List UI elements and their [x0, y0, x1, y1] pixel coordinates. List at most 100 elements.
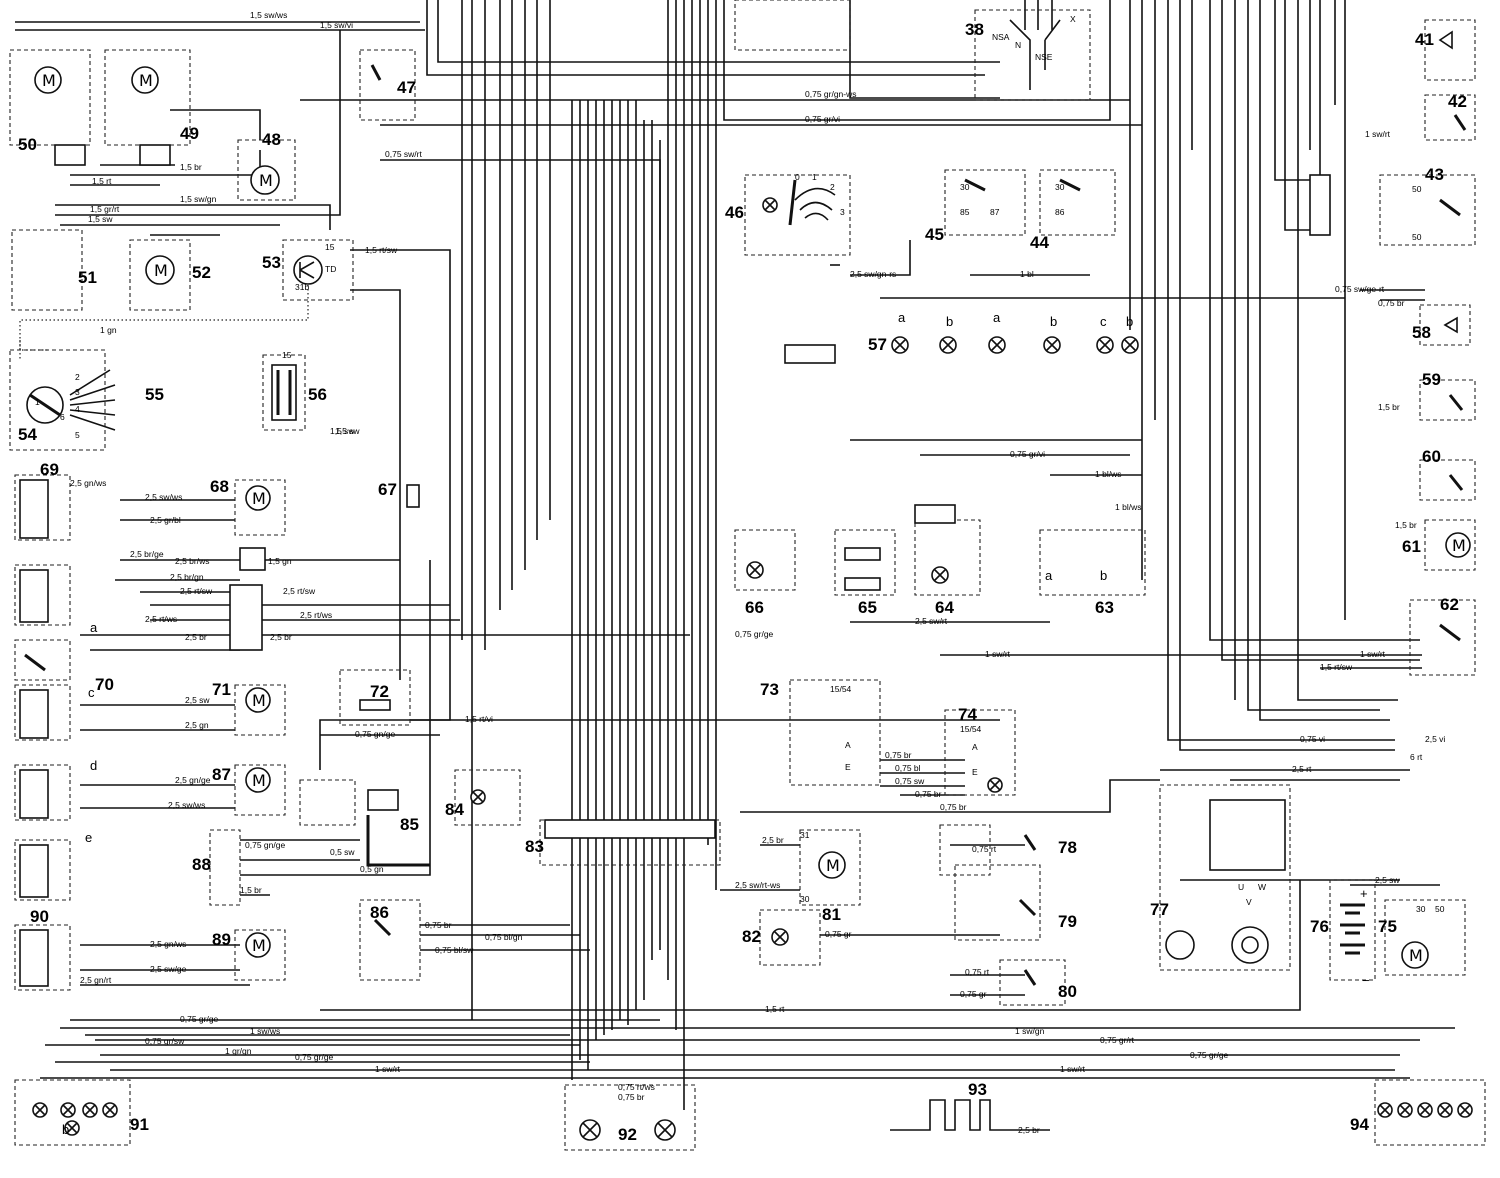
svg-text:E: E	[972, 767, 978, 777]
sublabel-a-70: a	[90, 620, 98, 635]
wire-label: 0,75 gr/ge	[735, 629, 774, 639]
label-65: 65	[858, 598, 877, 617]
label-75: 75	[1378, 917, 1397, 936]
lamp-92a	[579, 1119, 601, 1141]
wire-label: 2,5 br/ws	[175, 556, 210, 566]
label-66: 66	[745, 598, 764, 617]
label-81: 81	[822, 905, 841, 924]
wire-label: 0,75 br	[940, 802, 967, 812]
label-77: 77	[1150, 900, 1169, 919]
wire-label: 0,5 sw	[330, 847, 355, 857]
lamp-57f	[1121, 336, 1139, 354]
svg-text:N: N	[1015, 40, 1021, 50]
wire-label: 2,5 gr/bl	[150, 515, 181, 525]
svg-text:31b: 31b	[295, 282, 309, 292]
sublabel-b-57c: b	[1126, 314, 1133, 329]
svg-text:NSA: NSA	[992, 32, 1010, 42]
sublabel-b-91: b	[62, 1122, 69, 1137]
wire-label: 1 sw/rt	[375, 1064, 401, 1074]
label-89: 89	[212, 930, 231, 949]
svg-text:M: M	[42, 71, 56, 90]
motor-52: M	[145, 255, 175, 285]
label-49: 49	[180, 124, 199, 143]
wire-label: 2,5 gn	[185, 720, 209, 730]
wire-label: 1 sw/rt	[985, 649, 1011, 659]
svg-text:2: 2	[830, 182, 835, 192]
motor-61: M	[1445, 532, 1471, 558]
svg-text:50: 50	[1412, 184, 1422, 194]
svg-text:M: M	[826, 856, 840, 875]
label-94: 94	[1350, 1115, 1369, 1134]
wire-label: 1 sw/rt	[1365, 129, 1391, 139]
label-80: 80	[1058, 982, 1077, 1001]
sub-labels: a b a b c b a b a c d e b + −	[62, 310, 1370, 1137]
wire-label: 0,75 br	[425, 920, 452, 930]
wire-label: 2,5 br	[185, 632, 207, 642]
wire-label: 0,75 bl/gn	[485, 932, 523, 942]
wire-label: 1,5 sw/gn	[180, 194, 217, 204]
label-57: 57	[868, 335, 887, 354]
label-68: 68	[210, 477, 229, 496]
wire-label: 1 gn	[100, 325, 117, 335]
lamp-64	[931, 566, 949, 584]
wire-label: 2,5 vi	[1425, 734, 1445, 744]
wire-label: 2,5 gn/ws	[150, 939, 186, 949]
wire-label: 1,5 rt/sw	[1320, 662, 1353, 672]
svg-text:M: M	[252, 691, 266, 710]
label-71: 71	[212, 680, 231, 699]
label-53: 53	[262, 253, 281, 272]
svg-text:M: M	[252, 771, 266, 790]
wire-label: 1,5 br	[1395, 520, 1417, 530]
vertical-harness	[426, 0, 1420, 1110]
lamp-91d	[102, 1102, 118, 1118]
wire-label: 0,75 bl	[895, 763, 921, 773]
wire-label: 1,5 rt	[92, 176, 112, 186]
label-48: 48	[262, 130, 281, 149]
svg-text:6: 6	[60, 412, 65, 422]
motor-87: M	[245, 767, 271, 793]
wire-label: 2,5 sw	[185, 695, 210, 705]
lamp-57c	[988, 336, 1006, 354]
battery-plus: +	[1360, 886, 1368, 901]
sublabel-a-63: a	[1045, 568, 1053, 583]
component-outlines	[9, 0, 1486, 1151]
wire-label: 0,75 br	[915, 789, 942, 799]
wire-label: 6 rt	[1410, 752, 1423, 762]
sublabel-a-57: a	[898, 310, 906, 325]
svg-text:85: 85	[960, 207, 970, 217]
label-83: 83	[525, 837, 544, 856]
motor-68: M	[245, 485, 271, 511]
lamp-82	[771, 928, 789, 946]
label-47: 47	[397, 78, 416, 97]
lamps	[32, 197, 1473, 1141]
wire-label: 0,75 gn/ge	[245, 840, 285, 850]
wire-label: 2,5 rt/ws	[145, 614, 177, 624]
lamp-91b	[60, 1102, 76, 1118]
wire-label: 0,75 gr/ge	[295, 1052, 334, 1062]
lamp-66	[746, 561, 764, 579]
wire-label: 2,5 sw/rt-ws	[735, 880, 780, 890]
label-93: 93	[968, 1080, 987, 1099]
wire-label: 0,75 vi	[1300, 734, 1325, 744]
label-54: 54	[18, 425, 37, 444]
label-64: 64	[935, 598, 954, 617]
wire-label: 1 gr/gn	[225, 1046, 252, 1056]
wire-label: 0,75 br	[618, 1092, 645, 1102]
sublabel-b-57b: b	[1050, 314, 1057, 329]
wire-label: 1,5 sw	[330, 426, 355, 436]
wire-label: 2,5 br	[270, 632, 292, 642]
wire-label: 1,5 sw/ws	[250, 10, 287, 20]
motor-50: M	[34, 66, 62, 94]
motor-89: M	[245, 932, 271, 958]
wire-label: 1,5 rt	[765, 1004, 785, 1014]
label-41: 41	[1415, 30, 1434, 49]
label-60: 60	[1422, 447, 1441, 466]
label-62: 62	[1440, 595, 1459, 614]
wire-label: 2,5 br	[1018, 1125, 1040, 1135]
motor-71: M	[245, 687, 271, 713]
svg-text:M: M	[1452, 536, 1466, 555]
lamp-91c	[82, 1102, 98, 1118]
label-63: 63	[1095, 598, 1114, 617]
wire-label: 2,5 gn/ge	[175, 775, 211, 785]
